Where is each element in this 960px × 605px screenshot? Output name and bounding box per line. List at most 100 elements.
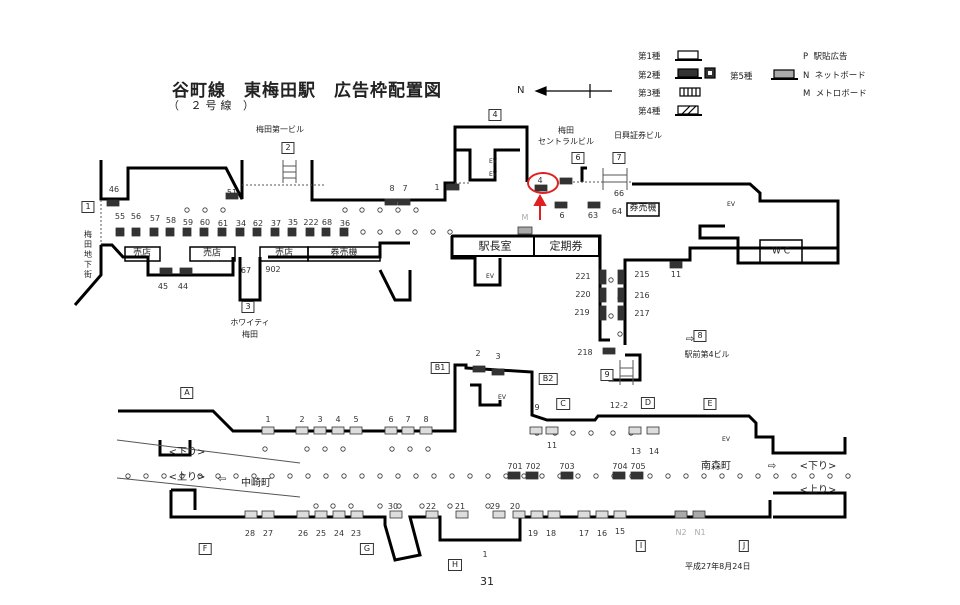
exit-number: 6 bbox=[571, 152, 585, 164]
direction-label: 中崎町 bbox=[241, 478, 271, 489]
ad-number: 705 bbox=[630, 462, 646, 471]
pillar bbox=[449, 473, 455, 479]
ad-frame bbox=[252, 227, 262, 237]
pillar bbox=[184, 207, 190, 213]
pillar bbox=[719, 473, 725, 479]
ad-number: 18 bbox=[545, 529, 557, 538]
exit-number: I bbox=[635, 540, 647, 552]
exit-number: 9 bbox=[600, 369, 614, 381]
pillar bbox=[485, 473, 491, 479]
ad-frame bbox=[199, 227, 209, 237]
ad-frame bbox=[244, 510, 258, 519]
date-label: 平成27年8月24日 bbox=[685, 562, 751, 571]
ad-frame bbox=[332, 510, 346, 519]
ad-frame bbox=[225, 192, 239, 200]
ad-number: 220 bbox=[575, 290, 591, 299]
ad-number: 44 bbox=[177, 282, 189, 291]
ad-frame bbox=[235, 227, 245, 237]
pillar bbox=[322, 446, 328, 452]
pillar bbox=[845, 473, 851, 479]
ad-frame bbox=[547, 510, 561, 519]
ad-number: 217 bbox=[634, 309, 650, 318]
legend-code-label: メトロボード bbox=[815, 89, 867, 99]
ad-frame bbox=[692, 510, 706, 519]
ad-frame bbox=[305, 227, 315, 237]
ad-number: 7 bbox=[405, 415, 411, 424]
room-label: EV bbox=[498, 394, 506, 401]
legend-code-m: M メトロボード bbox=[803, 87, 867, 99]
building-label: 街 bbox=[84, 270, 92, 279]
pillar bbox=[330, 503, 336, 509]
ad-frame bbox=[507, 471, 521, 480]
ad-frame bbox=[446, 183, 460, 191]
ad-frame bbox=[630, 471, 644, 480]
pillar bbox=[377, 229, 383, 235]
stairs-and-diagonals bbox=[100, 160, 634, 498]
ad-number: 1 bbox=[265, 415, 271, 424]
direction-label: <下り> bbox=[799, 461, 837, 472]
ad-frame bbox=[295, 426, 309, 435]
pillar bbox=[389, 446, 395, 452]
ad-number: 36 bbox=[339, 219, 351, 228]
legend-code-p: P 駅貼広告 bbox=[803, 50, 848, 62]
pillar bbox=[447, 229, 453, 235]
ad-frame bbox=[492, 510, 506, 519]
ad-frame bbox=[617, 305, 625, 321]
room-label: 売店 bbox=[274, 248, 294, 259]
ad-frame bbox=[491, 368, 505, 376]
ad-number: 26 bbox=[297, 529, 309, 538]
ad-number: 35 bbox=[287, 218, 299, 227]
pillar bbox=[430, 229, 436, 235]
room-label: W C bbox=[771, 246, 791, 257]
pillar bbox=[431, 473, 437, 479]
legend-symbols bbox=[675, 50, 798, 116]
room-label: 売店 bbox=[132, 248, 152, 259]
exit-number: C bbox=[556, 398, 570, 410]
ad-number: 22 bbox=[425, 502, 437, 511]
ad-number: 34 bbox=[235, 219, 247, 228]
building-label: 田 bbox=[84, 240, 92, 249]
room-label: 売店 bbox=[202, 248, 222, 259]
pillar bbox=[413, 473, 419, 479]
pillar bbox=[125, 473, 131, 479]
ad-number: 11 bbox=[670, 270, 682, 279]
ad-number: 68 bbox=[321, 218, 333, 227]
ad-frame bbox=[331, 426, 345, 435]
ad-number: 218 bbox=[577, 348, 593, 357]
ad-number: 61 bbox=[217, 219, 229, 228]
legend-type1: 第1種 bbox=[638, 52, 661, 62]
ad-frame bbox=[106, 199, 120, 207]
ad-number: 57 bbox=[149, 214, 161, 223]
pillar bbox=[485, 503, 491, 509]
ad-frame bbox=[384, 198, 398, 206]
pillar bbox=[407, 446, 413, 452]
ad-frame bbox=[517, 226, 533, 235]
direction-label: <下り> bbox=[168, 447, 206, 458]
building-label: 日興証券ビル bbox=[614, 131, 662, 140]
ad-frame bbox=[525, 471, 539, 480]
pillar bbox=[179, 473, 185, 479]
room-label: EV bbox=[489, 158, 497, 165]
ad-number: 19 bbox=[527, 529, 539, 538]
ad-number: N1 bbox=[694, 528, 706, 537]
pillar bbox=[570, 430, 576, 436]
ad-number: 8 bbox=[389, 184, 395, 193]
ad-number: 55 bbox=[114, 212, 126, 221]
ad-frame bbox=[261, 426, 275, 435]
ad-frame bbox=[261, 510, 275, 519]
ad-number: 11 bbox=[546, 441, 558, 450]
ad-number: 60 bbox=[199, 218, 211, 227]
ad-number: 63 bbox=[587, 211, 599, 220]
legend-type4: 第4種 bbox=[638, 107, 661, 117]
ad-frame bbox=[545, 426, 559, 435]
room-label: 券売機 bbox=[330, 248, 358, 259]
page-number: 31 bbox=[480, 575, 494, 588]
ad-number: 704 bbox=[612, 462, 628, 471]
ad-number: 59 bbox=[182, 218, 194, 227]
pillar bbox=[647, 473, 653, 479]
pillar bbox=[340, 446, 346, 452]
room-label: 定期券 bbox=[549, 239, 583, 253]
pillar bbox=[701, 473, 707, 479]
building-label: 梅田第一ビル bbox=[256, 125, 304, 134]
pillar bbox=[608, 313, 614, 319]
